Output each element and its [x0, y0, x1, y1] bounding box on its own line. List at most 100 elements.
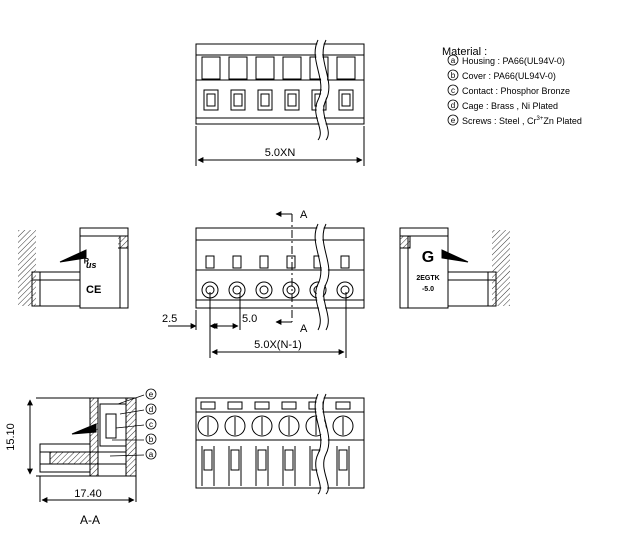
bottom-opening	[230, 449, 240, 471]
bottom-opening	[257, 449, 267, 471]
front-pin-inner	[259, 285, 269, 295]
dim-depth: 17.40	[74, 488, 102, 500]
callout-letter: e	[149, 390, 154, 399]
front-view	[168, 211, 365, 358]
callout-circle	[145, 418, 157, 430]
pitch-label: -5.0	[422, 286, 434, 293]
callout-leader	[119, 409, 145, 415]
top-view	[195, 38, 365, 166]
section-marker-top: A	[300, 209, 308, 221]
legend-letter: e	[451, 116, 456, 125]
dim-pitch: 5.0	[242, 313, 257, 325]
top-slot	[282, 56, 302, 80]
section-marker-bottom: A	[300, 323, 308, 335]
bottom-slot	[200, 401, 216, 410]
front-pin-outer	[228, 281, 246, 299]
ce-mark: CE	[86, 284, 101, 296]
brand-logo: G	[422, 249, 434, 266]
callout-leader	[117, 394, 145, 405]
bottom-opening	[284, 449, 294, 471]
legend-letter: d	[451, 101, 455, 110]
top-slot	[201, 56, 221, 80]
svg-text:us: us	[86, 260, 97, 270]
model-label: 2EGTK	[416, 275, 439, 282]
dim-top-width: 5.0XN	[265, 147, 296, 159]
bottom-view	[195, 392, 365, 497]
bottom-screw	[278, 415, 300, 437]
dim-height: 15.10	[5, 423, 17, 451]
dim-offset: 2.5	[162, 313, 177, 325]
top-slot	[255, 56, 275, 80]
top-window	[338, 89, 354, 111]
top-window-inner	[341, 93, 351, 107]
top-window-inner	[233, 93, 243, 107]
top-window-inner	[260, 93, 270, 107]
front-pin-inner	[286, 285, 296, 295]
bottom-opening	[203, 449, 213, 471]
legend-item-e: e Screws : Steel , Cr3+Zn Plated	[447, 114, 582, 126]
top-window-inner	[206, 93, 216, 107]
legend-text: Cover : PA66(UL94V-0)	[462, 71, 556, 81]
legend-text: Contact : Phosphor Bronze	[462, 86, 570, 96]
callout-d: d	[119, 403, 157, 415]
right-side-view	[399, 227, 510, 309]
dim-span: 5.0X(N-1)	[254, 339, 302, 351]
legend-text: Screws : Steel , Cr3+Zn Plated	[462, 116, 582, 126]
front-pin-outer	[255, 281, 273, 299]
front-pin-outer	[282, 281, 300, 299]
callout-leader	[109, 454, 145, 457]
bottom-slot	[335, 401, 351, 410]
callout-letter: a	[149, 450, 154, 459]
callout-circle	[145, 388, 157, 400]
front-pin-outer	[336, 281, 354, 299]
ul-mark: ᴿ	[84, 257, 89, 269]
callout-b: b	[112, 433, 157, 445]
front-latch	[205, 255, 215, 269]
callout-a: a	[109, 448, 157, 460]
callout-c: c	[115, 418, 157, 430]
left-side-view: ᴿ us	[18, 227, 129, 309]
section-title: A-A	[80, 513, 100, 527]
front-latch	[286, 255, 296, 269]
top-window-inner	[287, 93, 297, 107]
bottom-screw	[224, 415, 246, 437]
callout-letter: b	[149, 435, 154, 444]
callout-circle	[145, 448, 157, 460]
legend-item-b: b Cover : PA66(UL94V-0)	[447, 69, 556, 81]
callout-leader	[115, 424, 145, 429]
top-slot	[228, 56, 248, 80]
top-window	[284, 89, 300, 111]
bottom-opening	[338, 449, 348, 471]
top-window	[257, 89, 273, 111]
callout-letter: d	[149, 405, 153, 414]
bottom-slot	[281, 401, 297, 410]
legend-circle	[447, 114, 459, 126]
legend-circle	[447, 69, 459, 81]
bottom-slot	[227, 401, 243, 410]
legend-superscript: 3+	[537, 116, 544, 122]
front-pin-inner	[340, 285, 350, 295]
legend-circle	[447, 54, 459, 66]
callout-letter: c	[149, 420, 153, 429]
legend-letter: b	[451, 71, 456, 80]
legend-letter: a	[451, 56, 456, 65]
front-latch	[340, 255, 350, 269]
callout-circle	[145, 403, 157, 415]
top-slot	[336, 56, 356, 80]
bottom-screw	[197, 415, 219, 437]
bottom-screw	[251, 415, 273, 437]
callout-circle	[145, 433, 157, 445]
legend-text: Housing : PA66(UL94V-0)	[462, 56, 565, 66]
bottom-slot	[254, 401, 270, 410]
front-pin-inner	[232, 285, 242, 295]
front-latch	[259, 255, 269, 269]
legend-circle	[447, 99, 459, 111]
top-window	[230, 89, 246, 111]
top-window	[203, 89, 219, 111]
